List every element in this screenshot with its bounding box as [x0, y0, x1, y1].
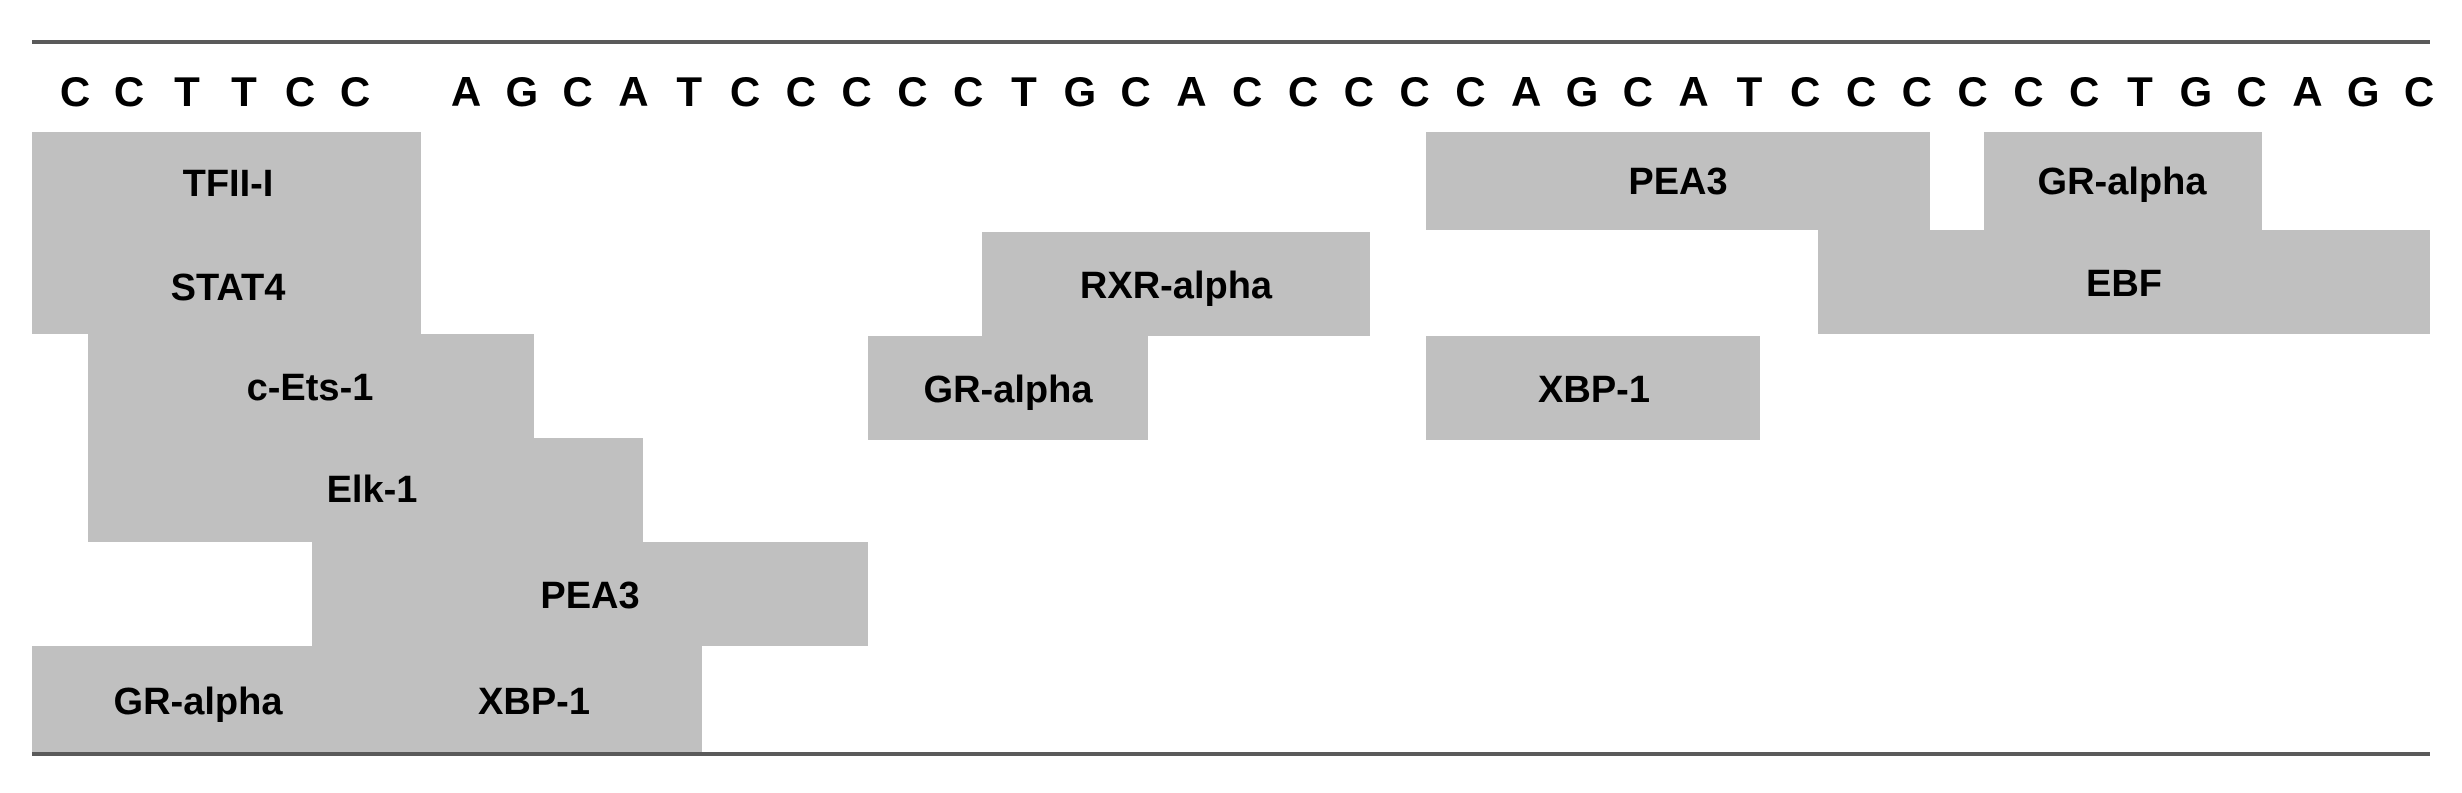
- sequence-base: A: [450, 68, 482, 115]
- sequence-base: A: [1511, 68, 1542, 115]
- bottom-rule: [32, 752, 2430, 756]
- sequence-base: G: [2179, 68, 2213, 115]
- sequence-base: T: [2127, 68, 2153, 115]
- label-stat4: STAT4: [170, 267, 286, 309]
- site-block-pea3-right: [1426, 132, 1930, 230]
- site-block-elk-1: [88, 438, 643, 542]
- sequence-base: A: [1678, 68, 1709, 115]
- sequence-base: C: [1232, 68, 1263, 115]
- sequence-base: A: [618, 68, 649, 115]
- sequence-base: C: [284, 68, 316, 115]
- sequence-base: C: [339, 68, 371, 115]
- sequence-base: C: [953, 68, 984, 115]
- sequence-base: C: [2013, 68, 2044, 115]
- sequence-base: T: [1736, 68, 1763, 115]
- sequence-base: C: [1399, 68, 1430, 115]
- site-block-stat4: [32, 236, 421, 334]
- sequence-base: C: [841, 68, 872, 115]
- sequence-base: C: [1343, 68, 1374, 115]
- site-block-gr-alpha-right: [1984, 132, 2262, 230]
- sequence-base: C: [1455, 68, 1486, 115]
- site-block-gr-xbp-left: [32, 646, 702, 752]
- sequence-base: C: [562, 68, 593, 115]
- sequence-base: C: [1790, 68, 1821, 115]
- sequence-base: G: [505, 68, 539, 115]
- sequence-base: C: [785, 68, 816, 115]
- sequence-base: C: [1901, 68, 1932, 115]
- top-rule: [32, 40, 2430, 44]
- sequence-base: C: [1845, 68, 1877, 115]
- label-xbp-1-left: XBP-1: [478, 681, 590, 723]
- site-block-pea3-left: [312, 542, 868, 646]
- site-block-gr-alpha-middle: [868, 336, 1148, 440]
- sequence-base: C: [897, 68, 928, 115]
- label-gr-alpha-right: GR-alpha: [2037, 161, 2207, 203]
- sequence-base: C: [2236, 68, 2267, 115]
- sequence-base: C: [1120, 68, 1151, 115]
- sequence-base: C: [1287, 68, 1319, 115]
- sequence-base: C: [2403, 68, 2435, 115]
- label-ebf: EBF: [2086, 263, 2162, 305]
- sequence-base: C: [2069, 68, 2100, 115]
- label-pea3-right: PEA3: [1628, 161, 1728, 203]
- sequence-base: C: [1957, 68, 1988, 115]
- site-block-tfii-i: [32, 132, 421, 236]
- site-block-xbp-1-right: [1426, 336, 1760, 440]
- sequence-base: C: [1622, 68, 1653, 115]
- site-block-ebf: [1818, 230, 2430, 334]
- site-block-c-ets-1: [88, 334, 534, 438]
- sequence-base: T: [231, 68, 257, 115]
- sequence-base: T: [1011, 68, 1037, 115]
- label-tfii-i: TFII-I: [182, 163, 274, 205]
- sequence-base: T: [676, 68, 703, 115]
- sequence-base: C: [113, 68, 145, 115]
- label-rxr-alpha: RXR-alpha: [1079, 265, 1273, 307]
- sequence-base: A: [1176, 68, 1207, 115]
- site-block-rxr-alpha: [982, 232, 1370, 336]
- label-xbp-1-right: XBP-1: [1538, 369, 1650, 411]
- label-gr-alpha-middle: GR-alpha: [923, 369, 1093, 411]
- sequence-base: A: [2292, 68, 2323, 115]
- sequence-base: C: [729, 68, 761, 115]
- label-c-ets-1: c-Ets-1: [246, 367, 374, 409]
- sequence-base: C: [59, 68, 91, 115]
- sequence-base: G: [2346, 68, 2380, 115]
- sequence-base: G: [1565, 68, 1599, 115]
- label-elk-1: Elk-1: [326, 469, 418, 511]
- sequence-base: G: [1063, 68, 1097, 115]
- label-pea3-left: PEA3: [540, 575, 640, 617]
- sequence-base: T: [174, 68, 200, 115]
- label-gr-alpha-left: GR-alpha: [113, 681, 283, 723]
